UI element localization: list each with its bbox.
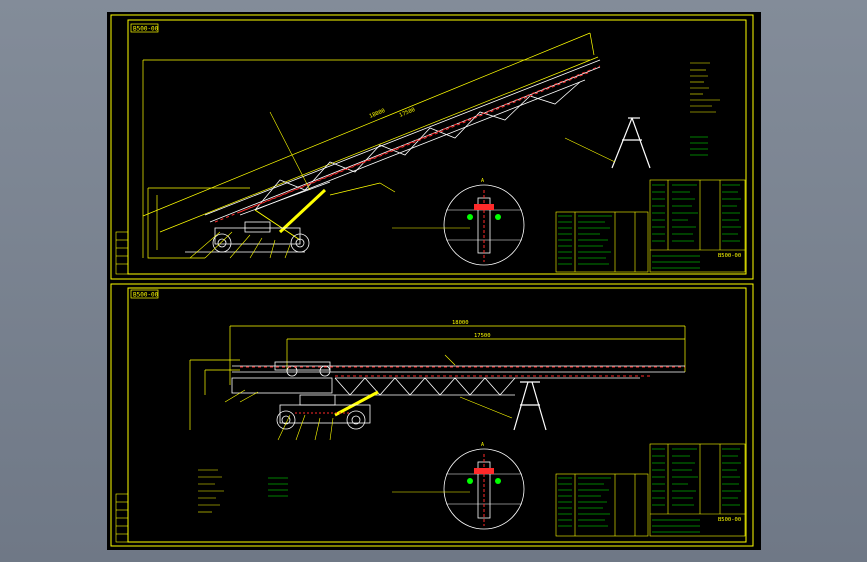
sheet-1: B500-00 18000 17500 [110, 14, 754, 280]
bom-table-2 [555, 443, 746, 537]
detail-circle-1: A [392, 178, 525, 266]
sheet-2-frame-inner [127, 287, 747, 543]
sheet-1-frame-outer [110, 14, 754, 280]
detail-1-label: A [481, 178, 484, 184]
sheet-1-title-tag: B500-00 [133, 26, 159, 33]
flat-length-dim: 18000 [452, 320, 469, 326]
sheet-2: B500-00 18000 17500 [110, 283, 754, 547]
sheet-2-frame-outer [110, 283, 754, 547]
notes-block-1 [690, 62, 720, 113]
sheet-1-drawing-no: B500-00 [718, 253, 741, 259]
flat-length-dim-2: 17500 [474, 333, 491, 339]
detail-2-label: A [481, 442, 484, 448]
incline-length-dim-2: 17500 [399, 107, 417, 119]
detail-circle-2: A [392, 442, 525, 530]
sheet-2-drawing-no: B500-00 [718, 517, 741, 523]
sheet-2-title-tag: B500-00 [133, 292, 159, 299]
sheet-1-frame-inner [127, 19, 747, 275]
incline-length-dim: 18000 [369, 108, 387, 120]
bom-table-1 [555, 179, 746, 273]
notes-block-2 [198, 469, 224, 513]
